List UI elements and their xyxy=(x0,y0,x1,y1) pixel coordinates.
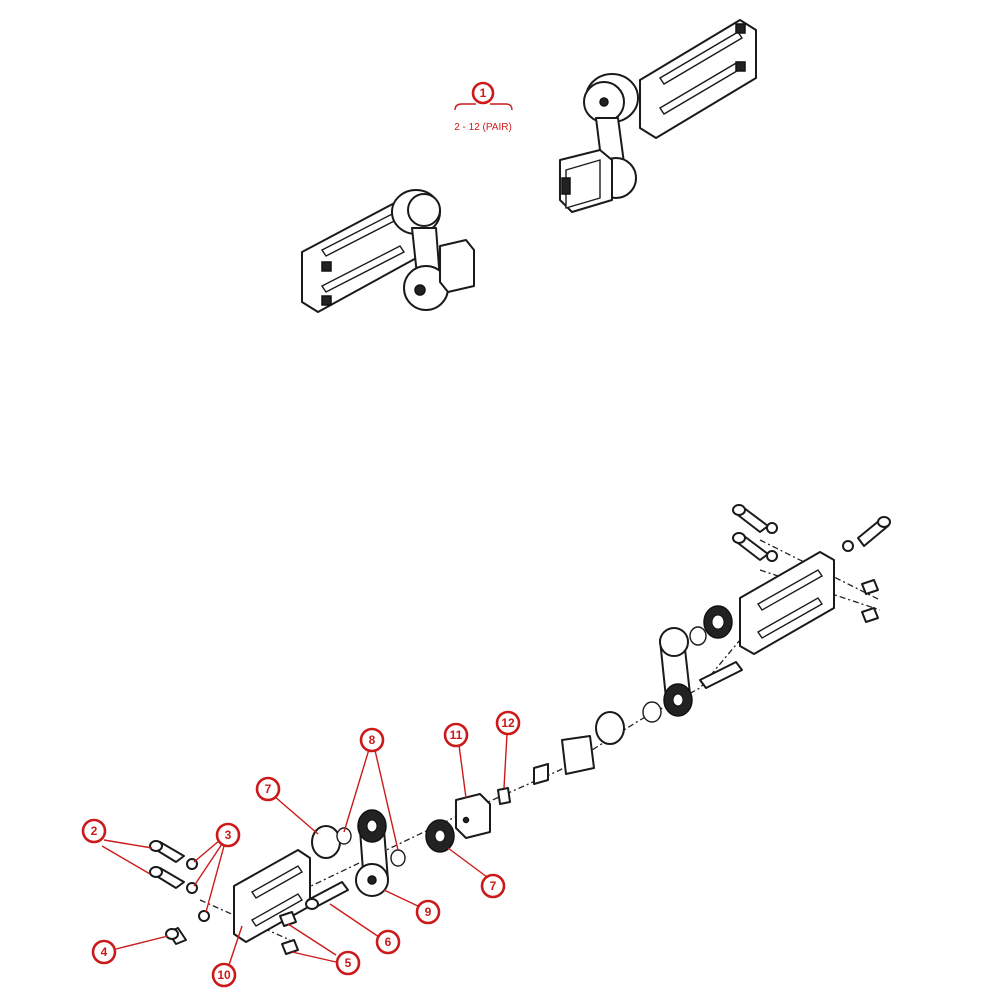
callout-3-label: 3 xyxy=(225,828,232,842)
screw xyxy=(732,504,769,533)
exploded-group-left xyxy=(149,787,511,955)
callout-7a: 7 xyxy=(255,776,281,802)
callout-10: 10 xyxy=(211,962,237,988)
callout-12-label: 12 xyxy=(501,716,515,730)
screw xyxy=(149,840,185,863)
callout-4: 4 xyxy=(91,939,117,965)
assembly-callout: 1 2 - 12 (PAIR) xyxy=(454,81,513,133)
callout-6-label: 6 xyxy=(385,935,392,949)
callout-2: 2 xyxy=(81,818,107,844)
callout-7a-label: 7 xyxy=(265,782,272,796)
callout-5-label: 5 xyxy=(345,956,352,970)
callout-leaders xyxy=(101,733,508,966)
callout-8: 8 xyxy=(359,727,385,753)
callout-4-label: 4 xyxy=(101,945,108,959)
callout-5: 5 xyxy=(335,950,361,976)
callout-9: 9 xyxy=(415,899,441,925)
assembly-item-number: 1 xyxy=(480,86,487,100)
callout-9-label: 9 xyxy=(425,905,432,919)
callout-6: 6 xyxy=(375,929,401,955)
callout-11-label: 11 xyxy=(450,728,463,742)
callout-10-label: 10 xyxy=(217,968,231,982)
callout-7b-label: 7 xyxy=(490,879,497,893)
assembled-unit-left xyxy=(301,189,475,313)
callout-8-label: 8 xyxy=(369,733,376,747)
assembly-quantity-note: 2 - 12 (PAIR) xyxy=(454,122,512,133)
screw xyxy=(857,516,891,547)
screw xyxy=(149,866,185,889)
callout-11: 11 xyxy=(443,722,469,748)
screw xyxy=(165,927,187,945)
callout-balloons: 2 3 4 5 6 7 7 8 xyxy=(81,710,521,988)
callout-7b: 7 xyxy=(480,873,506,899)
screw xyxy=(732,532,769,561)
assembly-balloon xyxy=(471,81,495,105)
callout-2-label: 2 xyxy=(91,824,98,838)
exploded-group-right xyxy=(533,504,891,785)
assembled-unit-right xyxy=(559,19,757,213)
callout-12: 12 xyxy=(495,710,521,736)
callout-3: 3 xyxy=(215,822,241,848)
